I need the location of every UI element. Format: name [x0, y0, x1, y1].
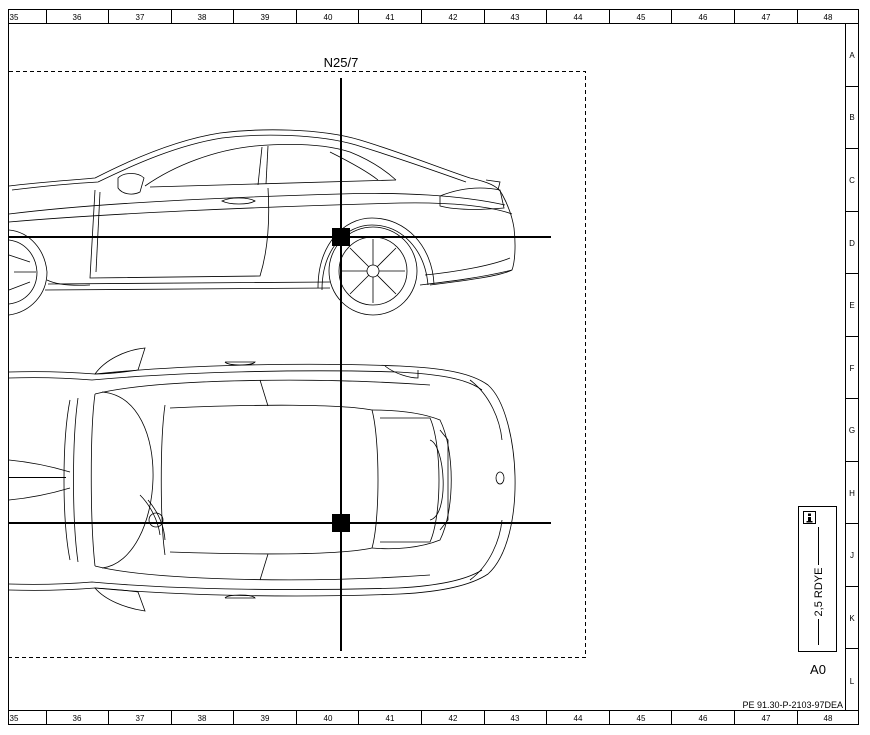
row-label: C — [849, 176, 855, 185]
col-label-top: 48 — [824, 13, 833, 22]
col-label-bottom: 35 — [10, 714, 19, 723]
col-label-bottom: 38 — [198, 714, 207, 723]
col-label-bottom: 42 — [449, 714, 458, 723]
col-label-bottom: 45 — [637, 714, 646, 723]
sheet-border — [8, 9, 859, 725]
location-marker-lines — [9, 78, 551, 651]
col-label-bottom: 39 — [261, 714, 270, 723]
row-label: D — [849, 239, 855, 248]
wire-info-box — [798, 506, 837, 652]
col-label-bottom: 41 — [386, 714, 395, 723]
top-column-ruler — [8, 9, 859, 24]
component-boundary-dashed — [9, 71, 586, 658]
row-label: H — [849, 489, 855, 498]
col-label-top: 47 — [762, 13, 771, 22]
car-side-view — [9, 130, 515, 315]
column-ticks — [46, 9, 798, 725]
col-label-top: 39 — [261, 13, 270, 22]
col-label-bottom: 46 — [699, 714, 708, 723]
location-marker-side — [332, 228, 350, 246]
bottom-column-ruler — [8, 710, 859, 725]
row-label: K — [849, 614, 855, 623]
document-code: PE 91.30-P-2103-97DEA — [742, 700, 843, 710]
car-top-view — [9, 348, 515, 611]
col-label-top: 36 — [73, 13, 82, 22]
info-icon[interactable] — [803, 511, 816, 524]
col-label-bottom: 40 — [324, 714, 333, 723]
col-label-top: 46 — [699, 13, 708, 22]
col-label-top: 45 — [637, 13, 646, 22]
col-label-top: 35 — [10, 13, 19, 22]
col-label-bottom: 48 — [824, 714, 833, 723]
col-label-bottom: 37 — [136, 714, 145, 723]
connector-label-a0: A0 — [810, 662, 826, 677]
location-marker-top — [332, 514, 350, 532]
col-label-top: 44 — [574, 13, 583, 22]
row-label: G — [849, 426, 855, 435]
col-label-top: 43 — [511, 13, 520, 22]
row-label: A — [849, 51, 855, 60]
col-label-bottom: 47 — [762, 714, 771, 723]
column-labels-top: 35 36 37 38 39 40 41 42 43 44 45 46 47 4… — [10, 13, 833, 22]
col-label-bottom: 44 — [574, 714, 583, 723]
column-labels-bottom: 35 36 37 38 39 40 41 42 43 44 45 46 47 4… — [10, 714, 833, 723]
col-label-top: 37 — [136, 13, 145, 22]
row-label: B — [849, 113, 854, 122]
component-label-n25-7: N25/7 — [324, 55, 359, 70]
col-label-bottom: 43 — [511, 714, 520, 723]
col-label-top: 42 — [449, 13, 458, 22]
row-label: F — [850, 364, 855, 373]
row-label: L — [850, 677, 855, 686]
col-label-bottom: 36 — [73, 714, 82, 723]
row-label: J — [850, 551, 854, 560]
row-labels: A B C D E F G H J K L — [849, 51, 855, 686]
col-label-top: 40 — [324, 13, 333, 22]
col-label-top: 38 — [198, 13, 207, 22]
row-label: E — [849, 301, 854, 310]
row-ticks — [845, 86, 859, 649]
wire-color-label: 2,5 RDYE — [813, 568, 825, 617]
col-label-top: 41 — [386, 13, 395, 22]
